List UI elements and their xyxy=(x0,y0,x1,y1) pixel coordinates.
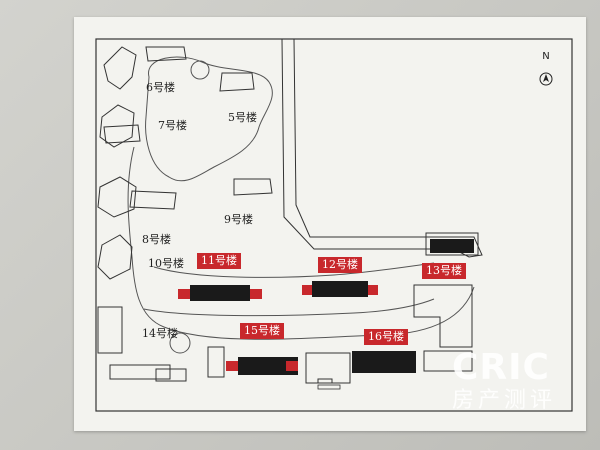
watermark-subtitle: 房产测评 xyxy=(452,388,557,413)
north-arrow-icon xyxy=(543,74,549,82)
label-b5: 5号楼 xyxy=(228,111,257,124)
highlighted-building-b13 xyxy=(430,239,474,253)
label-b14: 14号楼 xyxy=(142,327,178,340)
label-b13: 13号楼 xyxy=(422,263,466,279)
roundabout-south xyxy=(169,332,191,354)
highlighted-building-b16 xyxy=(352,351,416,373)
compass-ring xyxy=(539,72,553,86)
west-buildings xyxy=(97,46,171,380)
cric-watermark: CRIC 房产测评 xyxy=(452,348,592,414)
label-b10: 10号楼 xyxy=(148,257,184,270)
watermark-brand: CRIC xyxy=(452,347,550,388)
label-b11: 11号楼 xyxy=(197,253,241,269)
label-b9: 9号楼 xyxy=(224,213,253,226)
highlighted-building-b12 xyxy=(302,281,378,297)
south-road xyxy=(143,298,435,317)
highlighted-building-b15 xyxy=(226,357,298,375)
label-b6: 6号楼 xyxy=(146,81,175,94)
east-blocks xyxy=(317,232,479,384)
label-b15: 15号楼 xyxy=(240,323,284,339)
main-loop-road xyxy=(127,146,475,340)
site-plan-drawing xyxy=(95,38,573,412)
label-b8: 8号楼 xyxy=(142,233,171,246)
north-label: N xyxy=(542,51,550,62)
ne-wing-outline xyxy=(281,38,483,258)
middle-road xyxy=(153,262,435,278)
roundabout-north xyxy=(190,60,210,80)
label-b16: 16号楼 xyxy=(364,329,408,345)
highlighted-building-b11 xyxy=(178,285,262,301)
label-b7: 7号楼 xyxy=(158,119,187,132)
label-b12: 12号楼 xyxy=(318,257,362,273)
scale-bar xyxy=(317,384,341,390)
north-ring-road xyxy=(145,56,273,182)
site-boundary xyxy=(95,38,573,412)
site-plan-board: 6号楼 5号楼 7号楼 9号楼 8号楼 10号楼 14号楼 11号楼 12号楼 … xyxy=(74,17,586,431)
